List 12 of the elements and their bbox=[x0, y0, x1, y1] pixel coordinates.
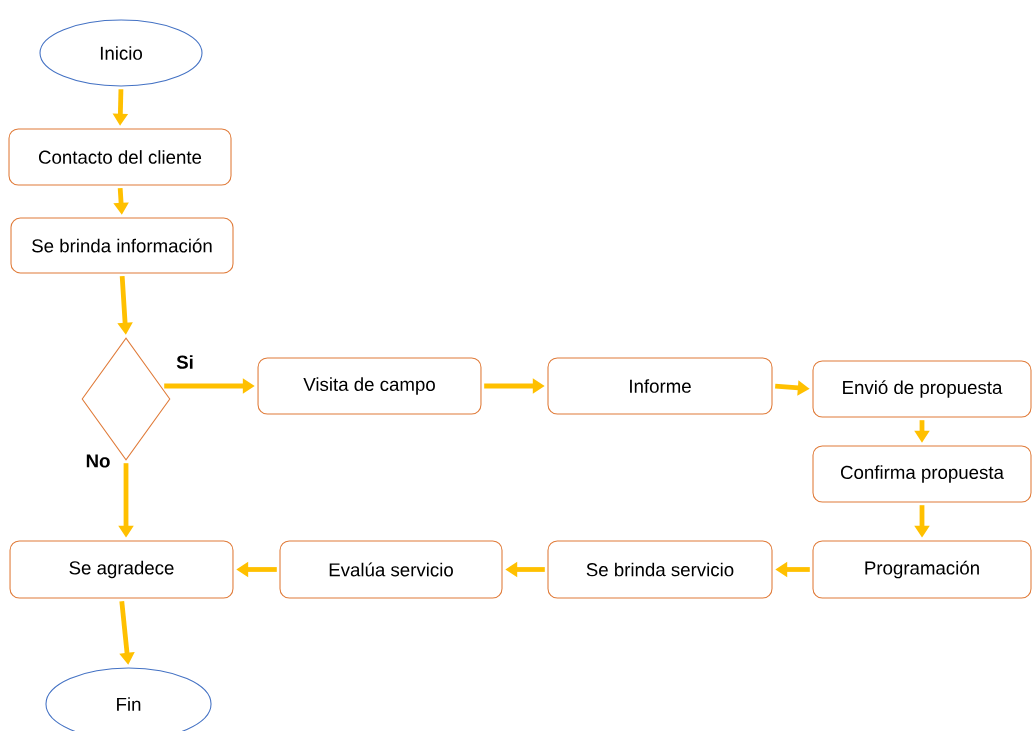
process-box: Se brinda servicio bbox=[547, 540, 773, 599]
process-box: Envió de propuesta bbox=[812, 360, 1032, 418]
process-box: Informe bbox=[547, 357, 773, 415]
process-box: Se brinda información bbox=[10, 217, 234, 274]
process-box: Contacto del cliente bbox=[8, 128, 232, 186]
process-box: Evalúa servicio bbox=[279, 540, 503, 599]
process-box: Programación bbox=[812, 540, 1032, 599]
process-box: Visita de campo bbox=[257, 357, 482, 415]
edge-label: Si bbox=[174, 353, 196, 371]
edge-label: No bbox=[84, 453, 112, 469]
process-box: Confirma propuesta bbox=[812, 445, 1032, 503]
process-box: Se agradece bbox=[9, 540, 234, 599]
